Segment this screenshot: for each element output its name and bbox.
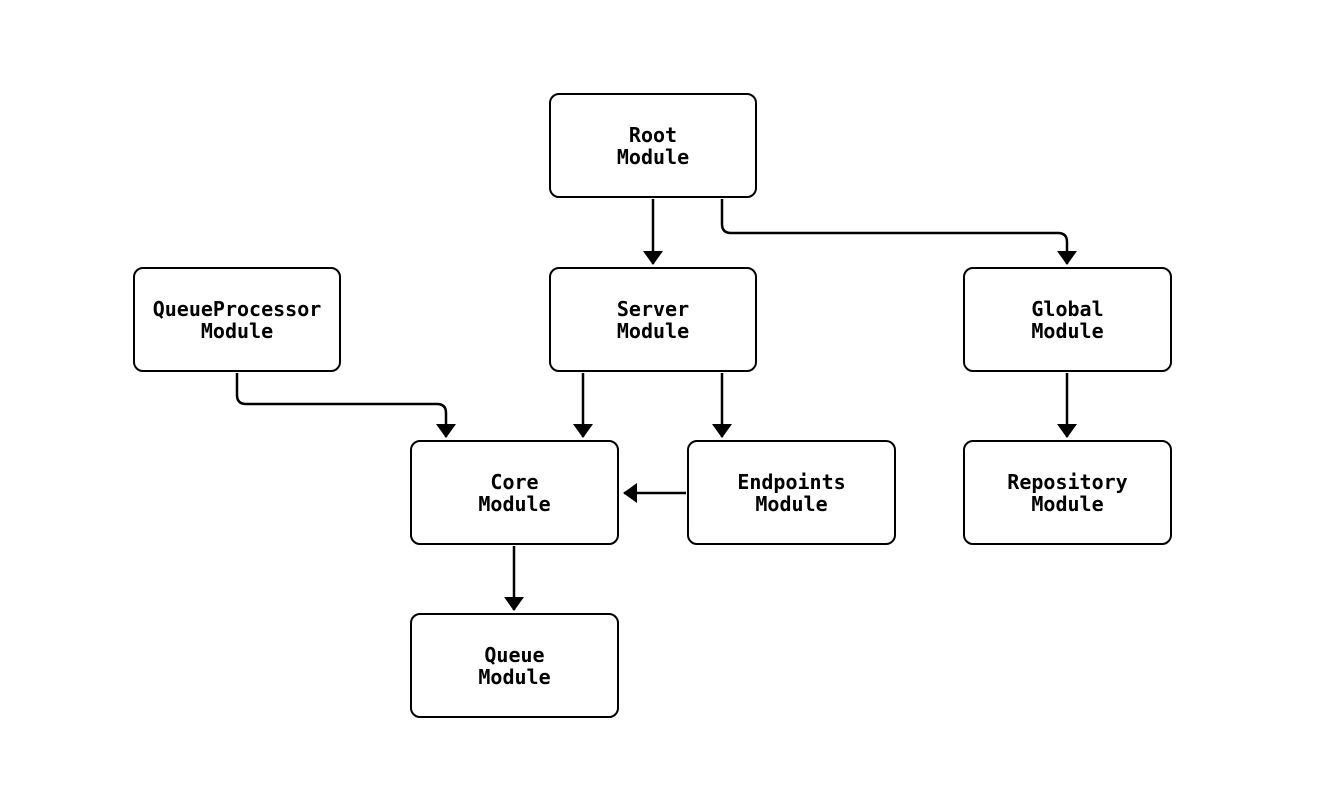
node-repository-module-label: Repository Module (1007, 469, 1128, 516)
node-server-module-label: Server Module (616, 296, 690, 343)
edge-root-module-to-global-module (720, 199, 1077, 265)
node-core-module-label: Core Module (478, 469, 551, 516)
node-queue-module: Queue Module (410, 613, 619, 718)
node-queueprocessor-module-label: QueueProcessor Module (152, 296, 322, 343)
node-endpoints-module-label: Endpoints Module (737, 469, 846, 516)
node-root-module: Root Module (549, 93, 757, 198)
node-queueprocessor-module: QueueProcessor Module (133, 267, 341, 372)
node-endpoints-module: Endpoints Module (687, 440, 896, 545)
node-core-module: Core Module (410, 440, 619, 545)
node-queue-module-label: Queue Module (478, 642, 551, 689)
node-global-module: Global Module (963, 267, 1172, 372)
node-root-module-label: Root Module (616, 122, 690, 169)
node-server-module: Server Module (549, 267, 757, 372)
node-global-module-label: Global Module (1031, 296, 1104, 343)
node-repository-module: Repository Module (963, 440, 1172, 545)
edge-queueprocessor-module-to-core-module (235, 373, 456, 438)
